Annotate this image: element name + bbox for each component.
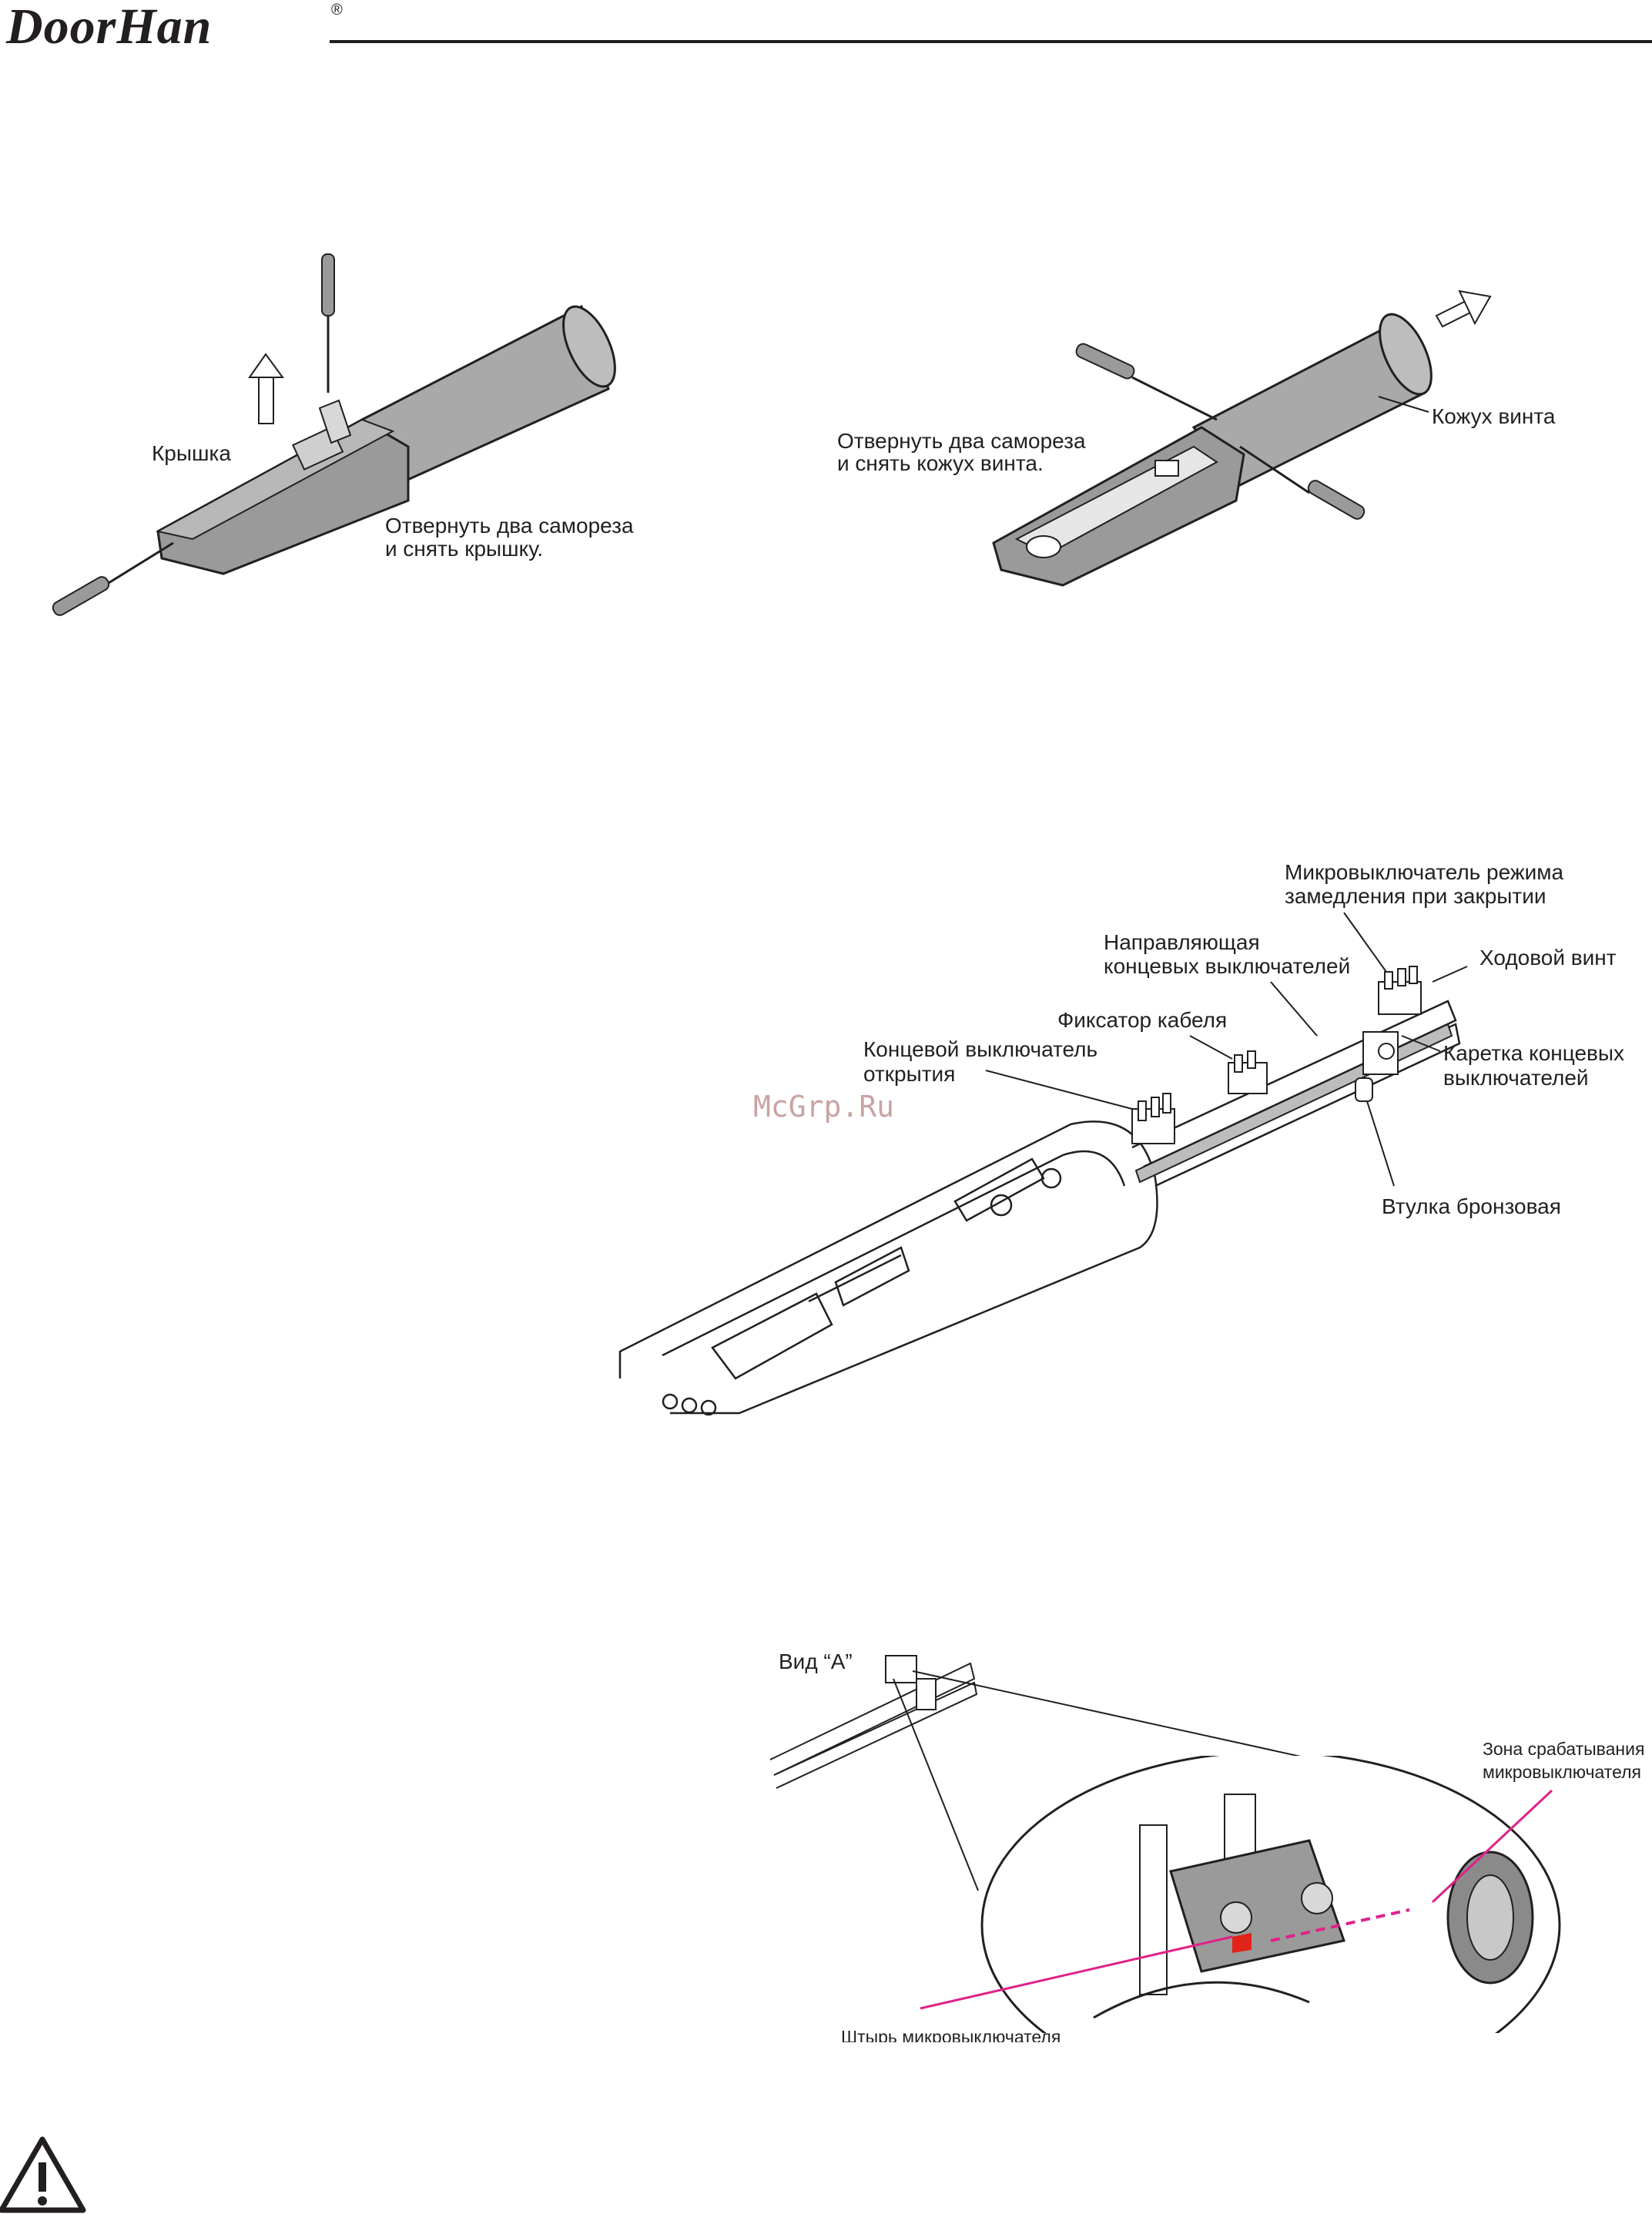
open-housing: [992, 426, 1245, 587]
fig1-instruction-line1: Отвернуть два самореза: [385, 514, 634, 538]
actuator-tube: [360, 304, 616, 483]
magnified-microswitch: [980, 1756, 1561, 2033]
zoom-line: [893, 1678, 979, 1891]
brand-logo: DoorHan: [6, 0, 213, 55]
label-microswitch-line2: замедления при закрытии: [1285, 884, 1546, 908]
screwdriver-icon: [1075, 343, 1218, 421]
registered-mark: ®: [331, 2, 343, 18]
label-zone-line2: микровыключателя: [1483, 1762, 1641, 1782]
screwdriver-icon: [1239, 445, 1365, 520]
arrow-up-icon: [248, 353, 284, 424]
label-open-switch-line2: открытия: [863, 1062, 956, 1086]
fig1-instruction-line2: и снять крышку.: [385, 537, 544, 561]
label-screw-cover: Кожух винта: [1432, 404, 1556, 428]
limit-switch-carriage: [1362, 1031, 1399, 1075]
label-guide-line2: концевых выключателей: [1104, 954, 1351, 978]
cover-lid: [318, 399, 352, 444]
warning-icon: [0, 2136, 86, 2213]
arrow-diagonal-icon: [1435, 290, 1492, 328]
callout-leader-lines: [985, 912, 1468, 1187]
screwdriver-icon: [52, 541, 174, 616]
label-view-a: Вид “А”: [779, 1650, 853, 1673]
label-carriage-line1: Каретка концевых: [1443, 1041, 1625, 1065]
view-a-rail: [769, 1655, 978, 1789]
open-limit-switch: [1131, 1093, 1175, 1144]
label-carriage-line2: выключателей: [1443, 1066, 1589, 1090]
zone-leader-line: [1431, 1789, 1553, 1904]
label-bronze-bushing: Втулка бронзовая: [1382, 1194, 1561, 1218]
fig2-instruction-line1: Отвернуть два самореза: [837, 429, 1086, 453]
label-pin: Штырь микровыключателя: [841, 2027, 1061, 2042]
label-microswitch-line1: Микровыключатель режима: [1285, 860, 1564, 884]
screwdriver-icon: [321, 253, 335, 393]
bronze-bushing: [1355, 1077, 1373, 1102]
header-rule: [330, 40, 1652, 43]
watermark: McGrp.Ru: [753, 1090, 895, 1124]
pin-leader-line: [920, 1935, 1233, 2010]
cable-clamp: [1228, 1050, 1268, 1094]
label-open-switch-line1: Концевой выключатель: [863, 1037, 1098, 1061]
fig2-instruction-line2: и снять кожух винта.: [837, 451, 1044, 475]
closing-slowdown-microswitch: [1378, 966, 1422, 1015]
label-zone-line1: Зона срабатывания: [1483, 1739, 1645, 1759]
label-cover: Крышка: [152, 441, 231, 465]
opened-drive-body: [618, 1120, 1158, 1416]
zoom-line: [912, 1670, 1333, 1764]
label-lead-screw: Ходовой винт: [1479, 946, 1617, 970]
label-cable-clamp: Фиксатор кабеля: [1057, 1008, 1228, 1032]
label-guide-line1: Направляющая: [1104, 930, 1260, 954]
